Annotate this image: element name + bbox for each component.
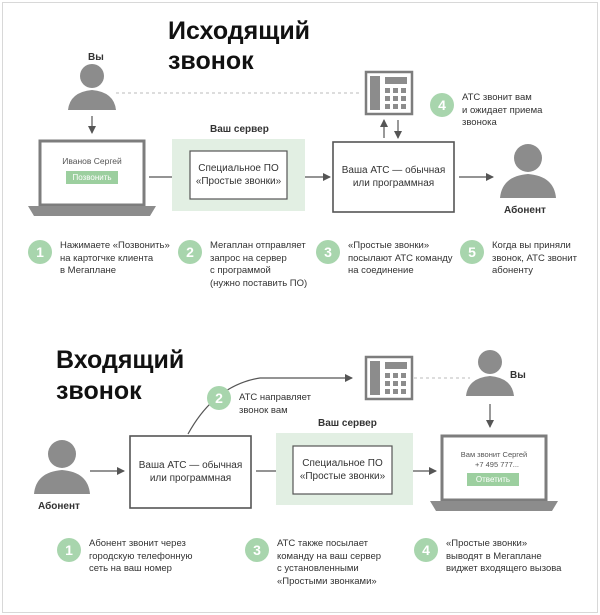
pbx-box bbox=[332, 141, 455, 213]
outgoing-step-3: 3 «Простые звонки» посылают АТС команду … bbox=[316, 240, 453, 278]
step-text: «Простые звонки» выводят в Мегаплане вид… bbox=[446, 538, 562, 574]
incoming-step-4: 4 «Простые звонки» выводят в Мегаплане в… bbox=[414, 538, 561, 576]
incoming-software-box-text: Специальное ПО «Простые звонки» bbox=[293, 457, 392, 483]
step-text: Нажимаете «Позвонить» на картогчке клиен… bbox=[60, 240, 170, 276]
step-text: «Простые звонки» посылают АТС команду на… bbox=[348, 240, 453, 276]
caller-name: Вам звонит Сергей bbox=[460, 450, 528, 459]
incoming-subscriber-label: Абонент bbox=[38, 501, 80, 512]
incoming-laptop-text: Вам звонит Сергей +7 495 777... bbox=[444, 450, 544, 470]
laptop-contact-name: Иванов Сергей bbox=[62, 156, 122, 166]
step-number: 2 bbox=[207, 386, 231, 410]
outgoing-title-line1: Исходящий bbox=[168, 17, 311, 45]
answer-button[interactable]: Ответить bbox=[467, 473, 519, 486]
outgoing-step-5: 5 Когда вы приняли звонок, АТС звонит аб… bbox=[460, 240, 577, 278]
incoming-server-label: Ваш сервер bbox=[318, 418, 377, 429]
step-number: 2 bbox=[178, 240, 202, 264]
software-box-line1: Специальное ПО bbox=[198, 163, 279, 174]
incoming-software-box-line2: «Простые звонки» bbox=[299, 471, 386, 482]
outgoing-server-label: Ваш сервер bbox=[210, 124, 269, 135]
incoming-software-box bbox=[292, 445, 393, 495]
step-text: АТС также посылает команду на ваш сервер… bbox=[277, 538, 382, 587]
incoming-subscriber-icon bbox=[34, 440, 90, 494]
step-text: АТС направляет звонок вам bbox=[239, 392, 311, 416]
pbx-box-line2: или программная bbox=[352, 178, 435, 189]
step-number: 4 bbox=[414, 538, 438, 562]
incoming-laptop-icon bbox=[430, 434, 558, 511]
user-icon bbox=[68, 64, 116, 110]
step-text: АТС звонит вам и ожидает приема звонока bbox=[462, 92, 543, 128]
outgoing-you-label: Вы bbox=[88, 52, 104, 63]
subscriber-icon bbox=[500, 144, 556, 198]
pbx-box-line1: Ваша АТС — обычная bbox=[341, 165, 446, 176]
call-button[interactable]: Позвонить bbox=[66, 171, 118, 184]
incoming-pbx-box-line1: Ваша АТС — обычная bbox=[138, 460, 243, 471]
phone-icon bbox=[364, 70, 414, 116]
incoming-you-label: Вы bbox=[510, 370, 526, 381]
step-number: 1 bbox=[28, 240, 52, 264]
incoming-step-2: 2 АТС направляет звонок вам bbox=[207, 386, 311, 417]
step-text: Абонент звонит через городскую телефонну… bbox=[89, 538, 193, 574]
incoming-user-icon bbox=[466, 350, 514, 396]
step-number: 5 bbox=[460, 240, 484, 264]
pbx-box-text: Ваша АТС — обычная или программная bbox=[333, 164, 454, 190]
step-number: 4 bbox=[430, 93, 454, 117]
outgoing-step-4: 4 АТС звонит вам и ожидает приема звонок… bbox=[430, 92, 543, 130]
step-text: Мегаплан отправляет запрос на сервер с п… bbox=[210, 240, 308, 289]
step-number: 3 bbox=[245, 538, 269, 562]
incoming-step-3: 3 АТС также посылает команду на ваш серв… bbox=[245, 538, 381, 588]
incoming-phone-icon bbox=[364, 355, 414, 401]
outgoing-subscriber-label: Абонент bbox=[504, 205, 546, 216]
outgoing-step-2: 2 Мегаплан отправляет запрос на сервер с… bbox=[178, 240, 307, 290]
software-box-text: Специальное ПО «Простые звонки» bbox=[190, 162, 287, 188]
incoming-software-box-line1: Специальное ПО bbox=[302, 458, 383, 469]
incoming-pbx-box-text: Ваша АТС — обычная или программная bbox=[130, 459, 251, 485]
outgoing-step-1: 1 Нажимаете «Позвонить» на картогчке кли… bbox=[28, 240, 170, 278]
incoming-title-line1: Входящий bbox=[56, 346, 185, 374]
step-text: Когда вы приняли звонок, АТС звонит абон… bbox=[492, 240, 577, 276]
outgoing-title-line2: звонок bbox=[168, 47, 254, 75]
software-box-line2: «Простые звонки» bbox=[195, 176, 282, 187]
step-number: 3 bbox=[316, 240, 340, 264]
incoming-title-line2: звонок bbox=[56, 377, 142, 405]
incoming-step-1: 1 Абонент звонит через городскую телефон… bbox=[57, 538, 192, 576]
caller-number: +7 495 777... bbox=[475, 460, 519, 469]
step-number: 1 bbox=[57, 538, 81, 562]
incoming-pbx-box-line2: или программная bbox=[149, 473, 232, 484]
incoming-pbx-box bbox=[129, 435, 252, 509]
software-box bbox=[189, 150, 288, 200]
